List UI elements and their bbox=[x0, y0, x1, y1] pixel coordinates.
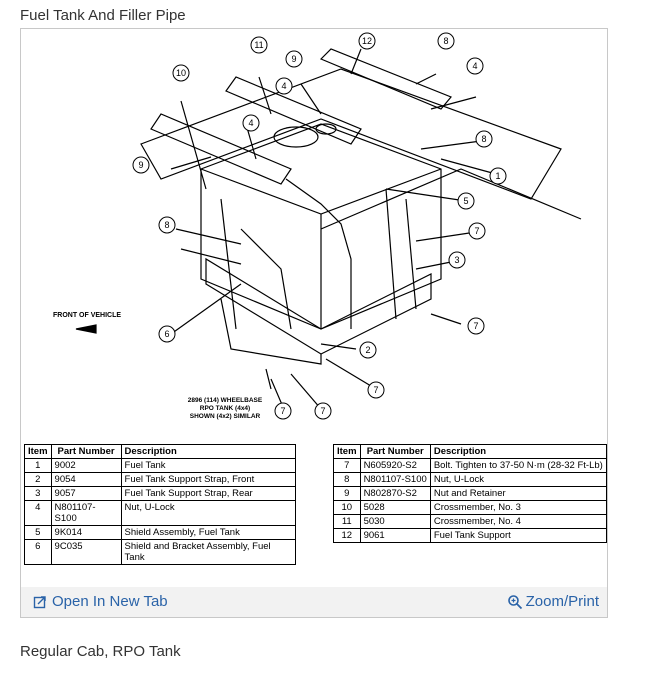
magnifier-icon bbox=[507, 594, 522, 609]
tank-shield bbox=[205, 257, 432, 355]
callout-8b: 8 bbox=[475, 130, 493, 148]
frame-rail-right bbox=[320, 168, 582, 230]
callout-4b: 4 bbox=[466, 57, 484, 75]
callout-9b: 9 bbox=[132, 156, 150, 174]
svg-text:8: 8 bbox=[481, 134, 486, 144]
svg-text:2896 (114) WHEELBASE: 2896 (114) WHEELBASE bbox=[188, 397, 263, 404]
svg-text:7: 7 bbox=[280, 406, 285, 416]
svg-text:8: 8 bbox=[443, 36, 448, 46]
open-in-new-tab-link[interactable]: Open In New Tab bbox=[33, 593, 168, 610]
fuel-tank-diagram: 10 11 12 9 8 4 4 4 8 1 9 5 8 7 3 7 6 2 7… bbox=[21, 29, 582, 420]
callout-10: 10 bbox=[172, 64, 190, 82]
callout-7b: 7 bbox=[467, 317, 485, 335]
svg-text:9: 9 bbox=[291, 54, 296, 64]
crossmember-no3 bbox=[150, 113, 292, 185]
callout-6: 6 bbox=[158, 325, 176, 343]
callout-11: 11 bbox=[250, 36, 268, 54]
crossmember-no4 bbox=[225, 76, 362, 145]
callout-8c: 8 bbox=[158, 216, 176, 234]
figure-frame: 10 11 12 9 8 4 4 4 8 1 9 5 8 7 3 7 6 2 7… bbox=[20, 28, 608, 618]
callout-8a: 8 bbox=[437, 32, 455, 50]
callout-7a: 7 bbox=[468, 222, 486, 240]
svg-text:4: 4 bbox=[281, 81, 286, 91]
callout-7c: 7 bbox=[367, 381, 385, 399]
svg-text:4: 4 bbox=[472, 61, 477, 71]
strap-front bbox=[220, 198, 237, 330]
col-description: Description bbox=[429, 444, 608, 459]
svg-text:8: 8 bbox=[164, 220, 169, 230]
diagram-note: 2896 (114) WHEELBASE RPO TANK (4x4) SHOW… bbox=[188, 397, 263, 420]
svg-text:7: 7 bbox=[473, 321, 478, 331]
zoom-print-label: Zoom/Print bbox=[525, 593, 599, 610]
col-description: Description bbox=[120, 444, 297, 459]
svg-text:RPO TANK (4x4): RPO TANK (4x4) bbox=[200, 405, 250, 412]
callout-3: 3 bbox=[448, 251, 466, 269]
page-title: Fuel Tank And Filler Pipe bbox=[20, 7, 186, 24]
svg-text:1: 1 bbox=[495, 171, 500, 181]
callout-7e: 7 bbox=[314, 402, 332, 420]
svg-text:10: 10 bbox=[176, 68, 186, 78]
col-part-number: Part Number bbox=[359, 444, 431, 459]
svg-text:7: 7 bbox=[474, 226, 479, 236]
svg-text:11: 11 bbox=[254, 40, 263, 50]
callout-numbers: 10 11 12 9 8 4 4 4 8 1 9 5 8 7 3 7 6 2 7… bbox=[21, 29, 507, 420]
svg-text:3: 3 bbox=[454, 255, 459, 265]
filler-neck bbox=[273, 126, 319, 148]
svg-text:7: 7 bbox=[373, 385, 378, 395]
callout-1: 1 bbox=[489, 167, 507, 185]
callout-7d: 7 bbox=[274, 402, 292, 420]
image-caption: Regular Cab, RPO Tank bbox=[20, 643, 181, 660]
open-in-new-tab-icon bbox=[33, 595, 46, 608]
svg-text:7: 7 bbox=[320, 406, 325, 416]
fuel-tank-support bbox=[319, 48, 452, 110]
callout-9a: 9 bbox=[285, 50, 303, 68]
callout-4c: 4 bbox=[242, 114, 260, 132]
col-item: Item bbox=[333, 444, 361, 459]
zoom-print-link[interactable]: Zoom/Print bbox=[507, 593, 599, 610]
fuel-tank-body bbox=[200, 123, 442, 330]
callout-4a: 4 bbox=[275, 77, 293, 95]
callout-7f: 7 bbox=[21, 29, 24, 31]
strap-rear bbox=[385, 188, 397, 320]
col-item: Item bbox=[24, 444, 52, 459]
callout-5: 5 bbox=[457, 192, 475, 210]
frame-rail-left bbox=[140, 68, 562, 200]
front-of-vehicle-label: FRONT OF VEHICLE bbox=[53, 312, 121, 319]
svg-text:9: 9 bbox=[138, 160, 143, 170]
callout-12: 12 bbox=[358, 32, 376, 50]
image-footer-bar: Open In New Tab Zoom/Print bbox=[21, 587, 607, 617]
svg-text:SHOWN (4x2) SIMILAR: SHOWN (4x2) SIMILAR bbox=[190, 413, 261, 420]
col-part-number: Part Number bbox=[50, 444, 122, 459]
svg-text:4: 4 bbox=[248, 118, 253, 128]
svg-text:5: 5 bbox=[463, 196, 468, 206]
svg-text:2: 2 bbox=[365, 345, 370, 355]
open-in-new-tab-label: Open In New Tab bbox=[52, 593, 168, 610]
svg-text:12: 12 bbox=[362, 36, 372, 46]
callout-2: 2 bbox=[359, 341, 377, 359]
svg-text:6: 6 bbox=[164, 329, 169, 339]
